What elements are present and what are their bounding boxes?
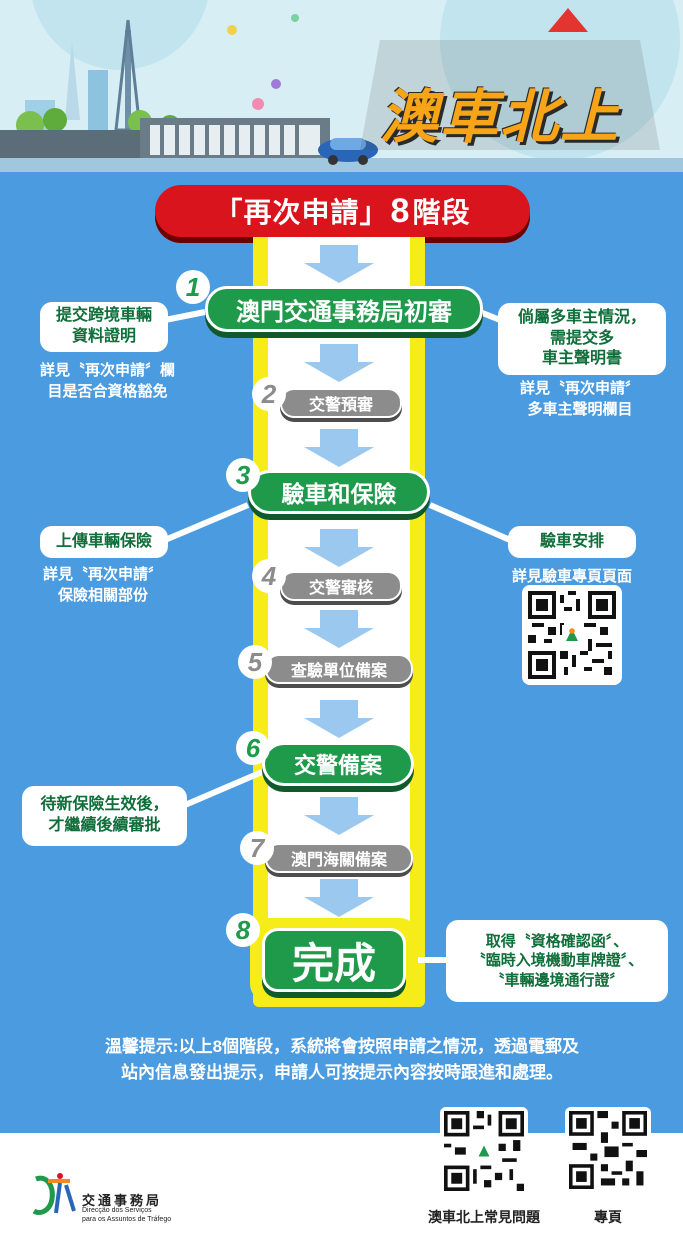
step-6-box: 交警備案 xyxy=(262,742,414,786)
qr-homepage-label: 專頁 xyxy=(594,1209,622,1225)
step-4-box: 交警審核 xyxy=(280,571,402,601)
step-2-label: 交警預審 xyxy=(308,397,373,414)
arrow-5 xyxy=(304,610,374,648)
info-cross-border-data: 提交跨境車輛 資料證明 xyxy=(40,302,168,352)
logo-title: 澳車北上 xyxy=(380,85,621,150)
banner-number: 8 xyxy=(390,191,411,230)
info-inspection-arrangement: 驗車安排 xyxy=(508,526,636,558)
step-6-label: 交警備案 xyxy=(293,753,382,778)
step-4-number: 4 xyxy=(252,559,286,593)
step-8-box: 完成 xyxy=(262,928,406,992)
note-exemption: 詳見〝再次申請〞欄 目是否合資格豁免 xyxy=(39,362,175,400)
info-documents-obtained: 取得〝資格確認函〞、 〝臨時入境機動車牌證〞、 〝車輛邊境通行證〞 xyxy=(446,920,668,1002)
info-upload-insurance: 上傳車輛保險 xyxy=(40,526,168,558)
note-multi-owner: 詳見〝再次申請〞 多車主聲明欄目 xyxy=(519,380,640,418)
qr-homepage[interactable] xyxy=(565,1107,651,1193)
qr-code-icon xyxy=(569,1111,647,1189)
org-name-pt-1: Direcção dos Serviços xyxy=(82,1207,152,1214)
info-multi-owner: 倘屬多車主情況， 需提交多 車主聲明書 xyxy=(498,303,666,375)
step-5-label: 查驗單位備案 xyxy=(290,663,387,680)
org-name-pt-2: para os Assuntos de Tráfego xyxy=(82,1216,172,1223)
step-1-number: 1 xyxy=(176,270,210,304)
qr-inspection[interactable] xyxy=(522,585,622,685)
step-7-label: 澳門海關備案 xyxy=(290,852,387,869)
down-arrows xyxy=(304,245,374,917)
note-insurance: 詳見〝再次申請〞 保險相關部份 xyxy=(42,566,163,604)
arrow-3 xyxy=(304,429,374,467)
step-3-number: 3 xyxy=(226,458,260,492)
step-2-number: 2 xyxy=(252,377,286,411)
qr-code-icon xyxy=(444,1111,524,1191)
qr-faq[interactable] xyxy=(440,1107,528,1195)
arrow-4 xyxy=(304,529,374,567)
step-1-label: 澳門交通事務局初審 xyxy=(236,298,452,326)
step-3-label: 驗車和保險 xyxy=(281,481,397,507)
arrow-6 xyxy=(304,700,374,738)
info-new-insurance: 待新保險生效後， 才繼續後續審批 xyxy=(22,786,187,846)
step-7-box: 澳門海關備案 xyxy=(265,843,413,873)
qr-code-icon xyxy=(528,591,616,679)
banner-suffix: 階段 xyxy=(412,197,471,228)
arrow-8 xyxy=(304,879,374,917)
step-7-number: 7 xyxy=(240,831,274,865)
arrow-1 xyxy=(304,245,374,283)
footer: 交通事務局 Direcção dos Serviços para os Assu… xyxy=(0,1107,683,1241)
step-5-box: 查驗單位備案 xyxy=(265,654,413,684)
step-4-label: 交警審核 xyxy=(308,580,373,597)
step-5-number: 5 xyxy=(238,645,272,679)
step-8-label: 完成 xyxy=(291,939,376,987)
org-name: 交通事務局 xyxy=(82,1193,163,1208)
arrow-2 xyxy=(304,344,374,382)
step-3-box: 驗車和保險 xyxy=(248,470,430,514)
dsat-logo-icon xyxy=(32,1173,76,1215)
skyline-illustration xyxy=(0,0,683,172)
title-banner: 「再次申請」 8 階段 xyxy=(155,185,530,237)
reminder-tip: 溫馨提示:以上8個階段，系統將會按照申請之情況，透過電郵及 站內信息發出提示，申… xyxy=(104,1037,580,1083)
qr-faq-label: 澳車北上常見問題 xyxy=(428,1209,540,1225)
step-2-box: 交警預審 xyxy=(280,388,402,418)
banner-prefix: 「再次申請」 xyxy=(214,197,389,228)
note-inspection-page: 詳見驗車專頁頁面 xyxy=(511,568,632,585)
step-8-number: 8 xyxy=(226,913,260,947)
step-6-number: 6 xyxy=(236,731,270,765)
header-illustration: 澳車北上 xyxy=(0,0,683,172)
arrow-7 xyxy=(304,797,374,835)
step-1-box: 澳門交通事務局初審 xyxy=(205,286,483,332)
